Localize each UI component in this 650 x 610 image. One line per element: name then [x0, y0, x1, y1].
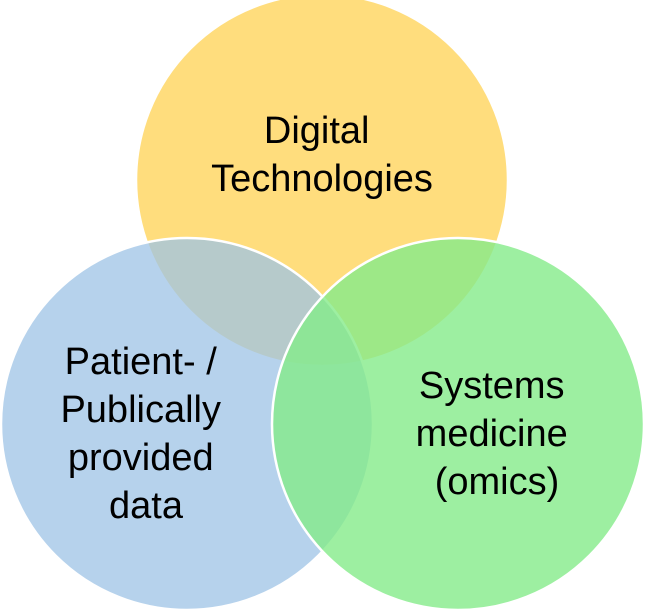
label-systems-medicine: Systems medicine (omics)	[416, 365, 579, 503]
label-digital-line-2: Technologies	[211, 158, 433, 200]
label-patient-line-3: provided	[68, 437, 214, 479]
label-patient-line-1: Patient- /	[65, 341, 218, 383]
circle-systems-medicine	[270, 236, 646, 610]
label-digital-technologies: Digital Technologies	[211, 110, 433, 200]
label-digital-line-1: Digital	[264, 110, 370, 152]
label-systems-line-1: Systems	[419, 365, 565, 407]
label-systems-line-2: medicine	[416, 413, 568, 455]
label-patient-data: Patient- / Publically provided data	[60, 341, 231, 527]
label-patient-line-4: data	[109, 485, 184, 527]
label-systems-line-3: (omics)	[435, 461, 560, 503]
label-patient-line-2: Publically	[60, 389, 221, 431]
